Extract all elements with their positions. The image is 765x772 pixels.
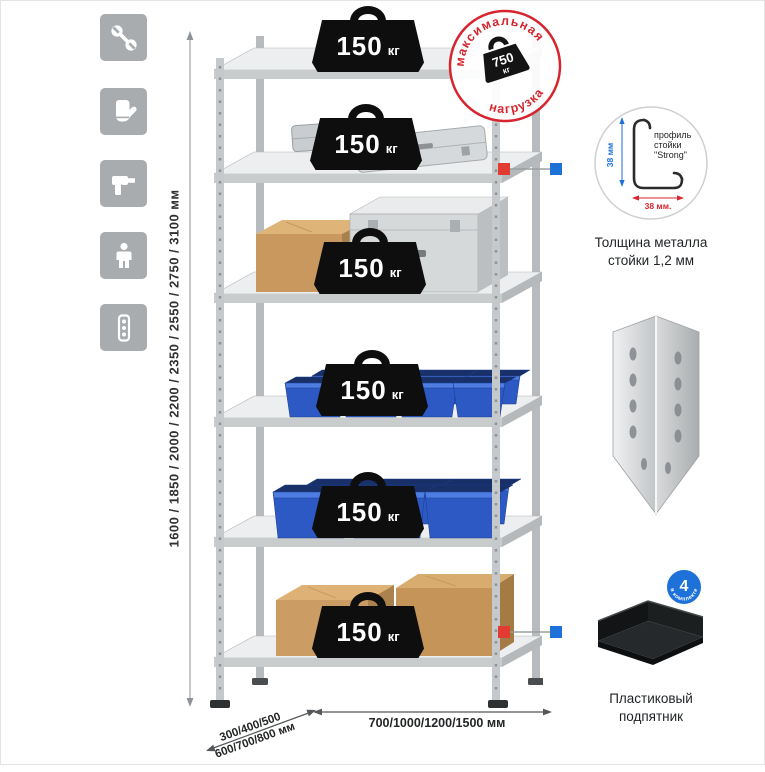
profile-label-line3: "Strong" [654,150,687,160]
post-perforations [629,347,682,474]
shelf-load-unit: кг [387,629,400,644]
gloves-icon [100,88,147,135]
shelf-load-badge: 150 кг [316,350,428,416]
corner-post-image [612,315,700,516]
width-dimension-label: 700/1000/1200/1500 мм [368,716,506,730]
shelf-load-unit: кг [385,141,398,156]
drill-icon [100,160,147,207]
profile-caption: Толщина металла стойки 1,2 мм [571,234,731,269]
foot-caption-line1: Пластиковый [609,691,693,706]
profile-label: профиль стойки "Strong" [654,130,692,160]
shelf-load-value: 150 [336,496,383,527]
person-icon [100,232,147,279]
kit-count-number: 4 [680,578,689,595]
wrench-icon [100,14,147,61]
shelf-load-unit: кг [389,265,402,280]
max-load-stamp: максимальная нагрузка 750 кг [429,0,580,142]
shelf-load-value: 150 [336,30,383,61]
foot-caption: Пластиковый подпятник [571,690,731,725]
plastic-foot-shape [597,600,704,665]
profile-caption-line2: стойки 1,2 мм [607,252,695,268]
shelf-load-value: 150 [336,616,383,647]
shelf-load-badge: 150 кг [312,6,424,72]
shelf-load-badge: 150 кг [312,472,424,538]
profile-dim-horizontal: 38 мм. [645,201,672,211]
shelf-load-value: 150 [340,374,387,405]
profile-label-line1: профиль [654,130,692,140]
profile-caption-line1: Толщина металла [594,235,708,250]
profile-label-line2: стойки [654,140,682,150]
profile-horizontal-dimension: 38 мм. [632,195,684,211]
profile-vertical-dimension: 38 мм [605,117,625,187]
plastic-foot-image: 4 в комплекте [597,568,704,665]
rack-front-posts [210,58,508,708]
shelf-load-badge: 150 кг [312,592,424,658]
power-strip-icon [100,304,147,351]
profile-detail-diagram: 38 мм 38 мм. профиль стойки "Strong" [594,106,708,220]
stamp-value: 750 [490,49,515,70]
shelf-load-badge: 150 кг [314,228,426,294]
kit-count-badge: 4 в комплекте [665,568,703,606]
shelf-load-value: 150 [338,252,385,283]
shelf-load-unit: кг [387,509,400,524]
height-dimension-label: 1600 / 1850 / 2000 / 2200 / 2350 / 2550 … [166,189,182,548]
rack-back-posts [252,36,543,685]
profile-dim-vertical: 38 мм [605,143,615,167]
height-dimension-line [186,31,194,707]
stamp-weight-icon: 750 кг [483,36,530,83]
foot-caption-line2: подпятник [618,708,684,724]
profile-cross-section-drawing [632,118,684,190]
shelf-load-unit: кг [391,387,404,402]
stamp-unit: кг [502,65,512,76]
shelf-load-value: 150 [334,128,381,159]
shelf-load-unit: кг [387,43,400,58]
shelf-load-badge: 150 кг [310,104,422,170]
